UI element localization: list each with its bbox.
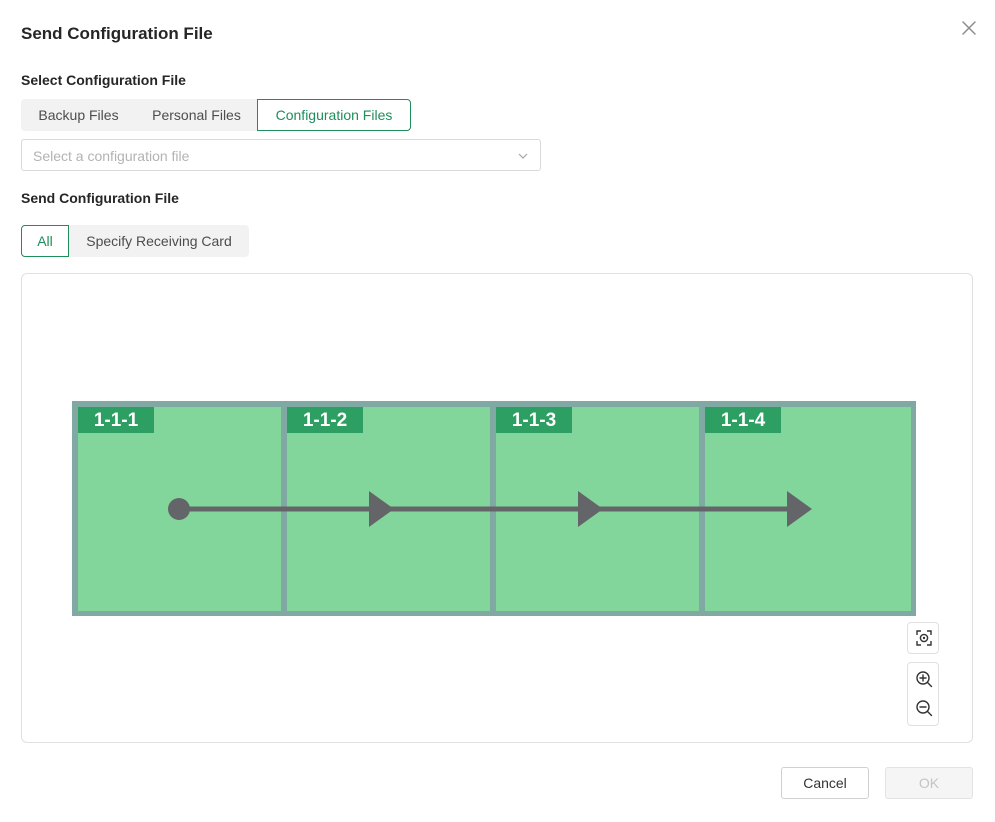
select-config-label: Select Configuration File: [21, 72, 186, 88]
locate-icon[interactable]: [915, 629, 933, 647]
card-label-1-1-4: 1-1-4: [721, 410, 766, 431]
arrow-right-icon: [369, 491, 394, 527]
card-label-bg: [78, 407, 154, 433]
chevron-down-icon: [518, 153, 528, 159]
send-config-label: Send Configuration File: [21, 190, 179, 206]
arrow-right-icon: [787, 491, 812, 527]
config-file-select[interactable]: Select a configuration file: [21, 139, 541, 171]
config-file-placeholder: Select a configuration file: [33, 148, 190, 164]
send-target-tabs: All Specify Receiving Card: [21, 225, 249, 257]
tab-all[interactable]: All: [21, 225, 69, 257]
ok-button[interactable]: OK: [885, 767, 973, 799]
card-label-1-1-1: 1-1-1: [94, 410, 139, 431]
dialog-title: Send Configuration File: [21, 24, 213, 43]
card-label-1-1-2: 1-1-2: [303, 410, 347, 431]
cabinet-map-canvas[interactable]: 1-1-1 1-1-2 1-1-3 1-1-4: [21, 273, 973, 743]
card-label-bg: [705, 407, 781, 433]
connection-start-dot: [168, 498, 190, 520]
cabinet-map: 1-1-1 1-1-2 1-1-3 1-1-4: [72, 401, 916, 616]
close-icon[interactable]: [958, 17, 980, 39]
locate-button[interactable]: [907, 622, 939, 654]
connection-path: [168, 491, 812, 527]
arrow-right-icon: [578, 491, 603, 527]
card-label-bg: [287, 407, 363, 433]
zoom-controls: [907, 662, 939, 726]
tab-personal-files[interactable]: Personal Files: [136, 99, 257, 131]
tab-backup-files[interactable]: Backup Files: [21, 99, 136, 131]
tab-configuration-files[interactable]: Configuration Files: [257, 99, 411, 131]
tab-specify-receiving-card[interactable]: Specify Receiving Card: [69, 225, 249, 257]
card-label-bg: [496, 407, 572, 433]
card-label-1-1-3: 1-1-3: [512, 410, 556, 431]
file-source-tabs: Backup Files Personal Files Configuratio…: [21, 99, 411, 131]
zoom-in-icon[interactable]: [915, 670, 933, 688]
cancel-button[interactable]: Cancel: [781, 767, 869, 799]
zoom-out-icon[interactable]: [915, 699, 933, 717]
